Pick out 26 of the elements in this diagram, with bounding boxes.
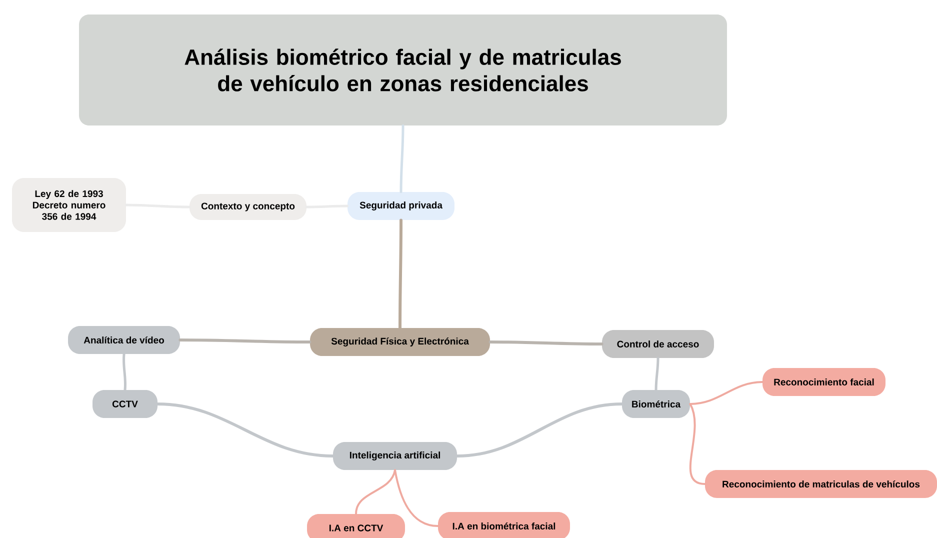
- connector-line: [654, 356, 660, 392]
- topic-box: Reconocimiento de matriculas de vehículos: [705, 470, 937, 498]
- topic-box: I.A en CCTV: [307, 514, 405, 538]
- topic-box: Inteligencia artificial: [333, 442, 457, 470]
- connector-line: [156, 402, 334, 458]
- topic-box: CCTV: [92, 390, 158, 418]
- topic-box: I.A en biométrica facial: [438, 512, 570, 538]
- title-box: Análisis biométrico facial y de matriculas de vehículo en zonas residenciales: [79, 14, 727, 126]
- topic-box: Biométrica: [622, 390, 690, 418]
- connector-line: [488, 340, 604, 346]
- connector-line: [394, 469, 439, 527]
- topic-box: Control de acceso: [602, 330, 714, 358]
- topic-box: Reconocimiento facial: [762, 368, 886, 396]
- topic-box: Contexto y concepto: [190, 194, 306, 220]
- connector-line: [400, 124, 404, 194]
- connector-line: [355, 469, 396, 515]
- topic-box: Analítica de vídeo: [68, 326, 180, 354]
- connector-line: [456, 402, 624, 458]
- note-box: Ley 62 de 1993 Decreto numero 356 de 1994: [12, 178, 126, 232]
- topic-box: Seguridad Física y Electrónica: [310, 328, 490, 356]
- connector-line: [689, 403, 706, 485]
- connector-line: [398, 218, 402, 330]
- topic-box: Seguridad privada: [348, 192, 454, 220]
- connector-line: [122, 352, 127, 392]
- connector-line: [178, 338, 312, 344]
- connector-line: [689, 381, 764, 405]
